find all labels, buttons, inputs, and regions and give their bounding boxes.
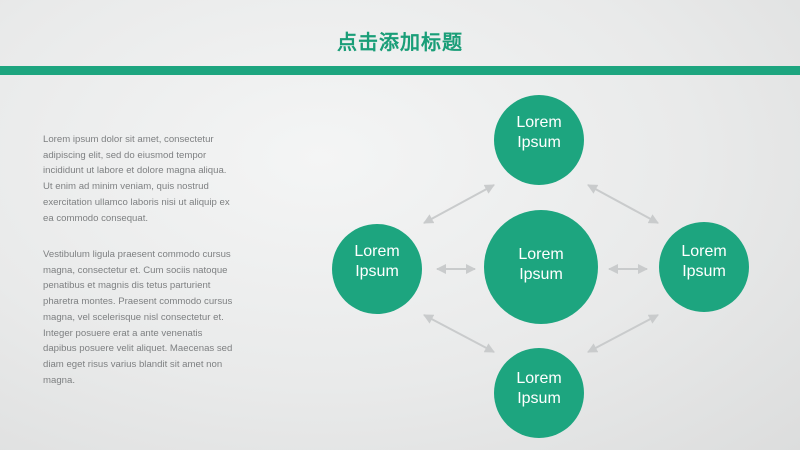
node-center: Lorem Ipsum xyxy=(484,210,598,324)
node-bottom-label-line2: Ipsum xyxy=(517,390,561,407)
text-block-1: Lorem ipsum dolor sit amet, consectetur … xyxy=(43,132,233,226)
node-center-circle xyxy=(484,210,598,324)
node-bottom-circle xyxy=(494,348,584,438)
node-right-label-line2: Ipsum xyxy=(682,263,726,280)
node-top-label-line2: Ipsum xyxy=(517,134,561,151)
arrow-top-right xyxy=(587,184,659,224)
node-right-circle xyxy=(659,222,749,312)
node-left-label-line1: Lorem xyxy=(354,243,399,260)
arrow-top-left xyxy=(423,184,495,224)
text-block-2: Vestibulum ligula praesent commodo cursu… xyxy=(43,247,233,388)
node-left: Lorem Ipsum xyxy=(332,224,422,314)
node-right-label-line1: Lorem xyxy=(681,243,726,260)
node-top-label-line1: Lorem xyxy=(516,114,561,131)
node-center-label-line2: Ipsum xyxy=(519,266,563,283)
connector-arrows xyxy=(423,184,659,353)
paragraph-1: Lorem ipsum dolor sit amet, consectetur … xyxy=(43,134,230,224)
node-top-circle xyxy=(494,95,584,185)
node-left-label-line2: Ipsum xyxy=(355,263,399,280)
node-center-label-line1: Lorem xyxy=(518,246,563,263)
title-underline-bar xyxy=(0,66,800,75)
slide-title: 点击添加标题 xyxy=(337,30,463,54)
paragraph-2: Vestibulum ligula praesent commodo cursu… xyxy=(43,249,233,386)
node-bottom-label-line1: Lorem xyxy=(516,370,561,387)
node-right: Lorem Ipsum xyxy=(659,222,749,312)
node-bottom: Lorem Ipsum xyxy=(494,348,584,438)
arrow-bottom-left xyxy=(423,314,495,353)
node-left-circle xyxy=(332,224,422,314)
arrow-bottom-right xyxy=(587,314,659,353)
node-top: Lorem Ipsum xyxy=(494,95,584,185)
